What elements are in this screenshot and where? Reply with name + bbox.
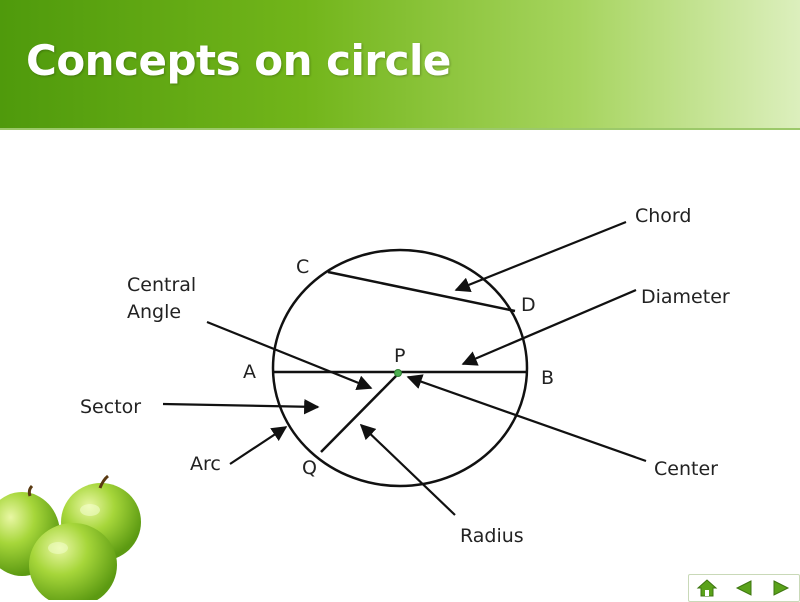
label-radius: Radius (460, 525, 524, 547)
diameter-arrow (461, 288, 637, 366)
home-button[interactable] (691, 577, 723, 599)
point-label-q: Q (302, 457, 317, 479)
radius-arrow (359, 423, 456, 516)
central-angle-arrow (206, 320, 373, 390)
center-arrow (406, 374, 647, 463)
label-central-angle-line2: Angle (127, 301, 181, 323)
label-central-angle-line1: Central (127, 274, 196, 296)
point-label-d: D (521, 294, 536, 316)
point-label-c: C (296, 256, 309, 278)
home-icon (697, 579, 718, 597)
previous-slide-button[interactable] (728, 577, 760, 599)
green-apples-image (0, 474, 141, 600)
label-sector: Sector (80, 396, 141, 418)
sector-arrow (162, 399, 320, 415)
right-arrow-icon (773, 580, 789, 596)
header-divider (0, 128, 800, 130)
header-banner (0, 0, 800, 128)
label-center: Center (654, 458, 718, 480)
chord-cd (327, 270, 516, 313)
slide-navigation (688, 574, 800, 602)
next-slide-button[interactable] (765, 577, 797, 599)
radius-pq (320, 373, 399, 453)
chord-arrow (454, 220, 627, 293)
label-arc: Arc (190, 453, 221, 475)
center-dot (394, 369, 402, 377)
point-label-b: B (541, 367, 554, 389)
label-diameter: Diameter (641, 286, 730, 308)
point-label-a: A (243, 361, 256, 383)
circle (271, 248, 529, 488)
arc-arrow (229, 426, 288, 465)
point-label-p: P (394, 345, 405, 367)
slide-title: Concepts on circle (26, 36, 451, 85)
left-arrow-icon (735, 580, 752, 596)
label-chord: Chord (635, 205, 691, 227)
